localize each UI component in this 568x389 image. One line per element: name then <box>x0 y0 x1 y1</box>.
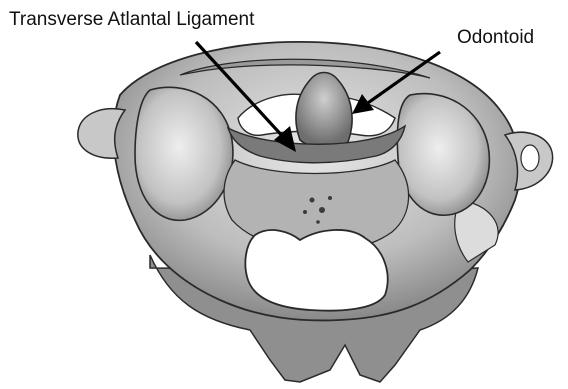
vertebral-foramen <box>245 230 387 311</box>
right-transverse-foramen <box>521 145 539 171</box>
odontoid-label: Odontoid <box>457 28 534 47</box>
ligament-label: Transverse Atlantal Ligament <box>9 10 254 29</box>
